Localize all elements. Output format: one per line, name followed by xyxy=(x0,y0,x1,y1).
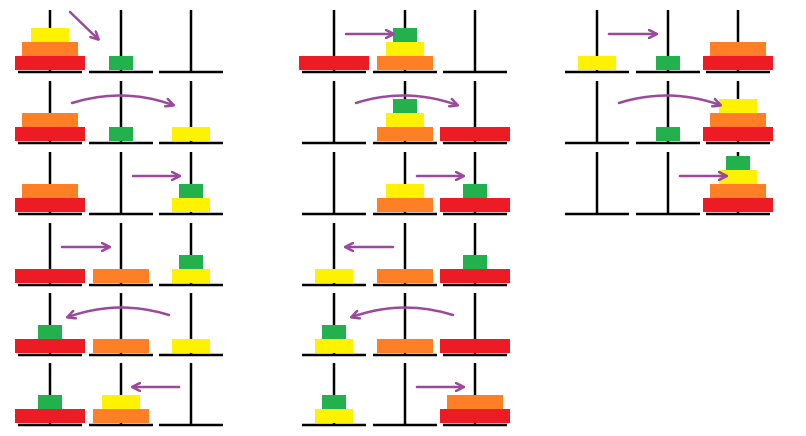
disk-yellow xyxy=(386,42,424,56)
disk-yellow xyxy=(386,184,424,198)
step-panel-6 xyxy=(15,363,223,427)
disk-orange xyxy=(93,409,149,423)
step-panel-4 xyxy=(15,223,223,287)
disk-yellow xyxy=(102,395,140,409)
disk-yellow xyxy=(172,198,210,212)
step-panel-11 xyxy=(302,293,510,357)
disk-green xyxy=(393,28,417,42)
disk-red xyxy=(15,127,85,141)
disk-red xyxy=(15,269,85,283)
disk-green xyxy=(38,395,62,409)
disk-red xyxy=(440,409,510,423)
disk-red xyxy=(440,127,510,141)
step-panel-8 xyxy=(302,81,510,145)
disk-red xyxy=(15,339,85,353)
disk-orange xyxy=(22,184,78,198)
disk-yellow xyxy=(719,99,757,113)
step-panel-15 xyxy=(565,152,773,216)
step-panel-12 xyxy=(302,363,510,427)
disk-green xyxy=(38,325,62,339)
step-panel-1 xyxy=(15,10,223,74)
disk-green xyxy=(179,184,203,198)
disk-orange xyxy=(22,42,78,56)
disk-red xyxy=(440,339,510,353)
step-panel-13 xyxy=(565,10,773,74)
disk-green xyxy=(726,156,750,170)
disk-yellow xyxy=(719,170,757,184)
disk-green xyxy=(179,255,203,269)
disk-green xyxy=(656,56,680,70)
disk-orange xyxy=(377,269,433,283)
disk-orange xyxy=(377,339,433,353)
move-arrow xyxy=(68,10,98,39)
disk-yellow xyxy=(172,339,210,353)
disk-green xyxy=(656,127,680,141)
disk-red xyxy=(703,127,773,141)
move-arrow xyxy=(352,306,455,317)
disk-yellow xyxy=(315,339,353,353)
disk-orange xyxy=(377,127,433,141)
disk-yellow xyxy=(386,113,424,127)
disk-orange xyxy=(710,42,766,56)
move-arrow xyxy=(354,94,457,105)
disk-green xyxy=(322,395,346,409)
disk-green xyxy=(393,99,417,113)
step-panel-14 xyxy=(565,81,773,145)
disk-green xyxy=(322,325,346,339)
disk-yellow xyxy=(578,56,616,70)
disk-orange xyxy=(710,184,766,198)
step-panel-10 xyxy=(302,223,510,287)
disk-red xyxy=(15,56,85,70)
disk-orange xyxy=(447,395,503,409)
disk-green xyxy=(463,184,487,198)
disk-yellow xyxy=(172,269,210,283)
disk-orange xyxy=(93,339,149,353)
move-arrow xyxy=(617,94,720,105)
disk-green xyxy=(109,127,133,141)
disk-orange xyxy=(93,269,149,283)
step-panel-2 xyxy=(15,81,223,145)
disk-orange xyxy=(377,198,433,212)
disk-orange xyxy=(22,113,78,127)
disk-red xyxy=(703,198,773,212)
disk-red xyxy=(703,56,773,70)
disk-red xyxy=(299,56,369,70)
disk-yellow xyxy=(31,28,69,42)
step-panel-5 xyxy=(15,293,223,357)
disk-yellow xyxy=(315,409,353,423)
disk-yellow xyxy=(172,127,210,141)
move-arrow xyxy=(68,306,171,317)
disk-red xyxy=(440,269,510,283)
disk-yellow xyxy=(315,269,353,283)
disk-orange xyxy=(710,113,766,127)
disk-orange xyxy=(377,56,433,70)
disk-green xyxy=(463,255,487,269)
disk-red xyxy=(15,198,85,212)
step-panel-3 xyxy=(15,152,223,216)
disk-green xyxy=(109,56,133,70)
step-panel-7 xyxy=(299,10,507,74)
disk-red xyxy=(15,409,85,423)
step-panel-9 xyxy=(302,152,510,216)
move-arrow xyxy=(70,94,173,105)
disk-red xyxy=(440,198,510,212)
